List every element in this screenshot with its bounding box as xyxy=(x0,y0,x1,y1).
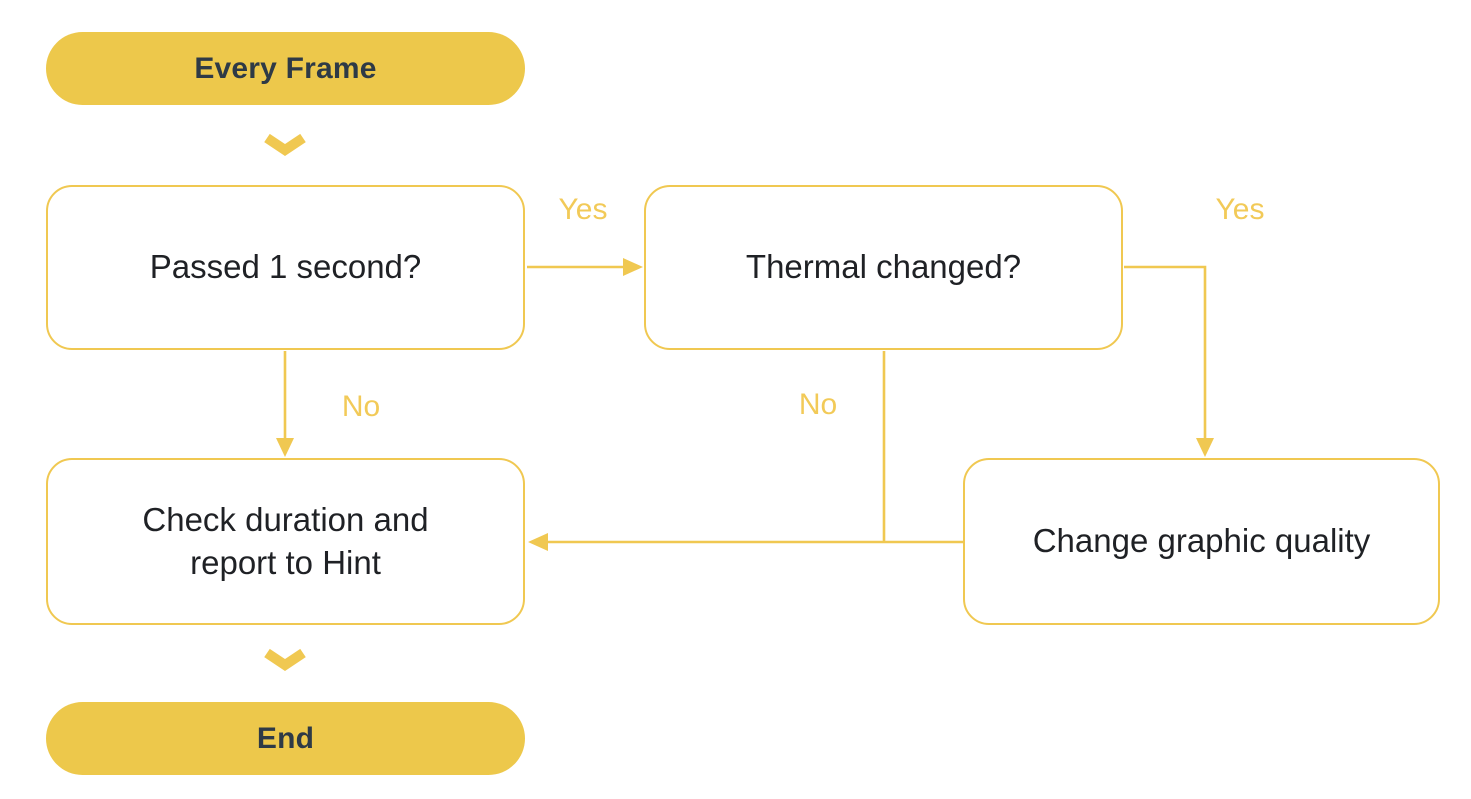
arrow-down-icon xyxy=(1196,438,1214,457)
node-change-graphic-quality-label: Change graphic quality xyxy=(1032,522,1371,560)
arrow-left-icon xyxy=(528,533,548,551)
arrow-down-icon xyxy=(276,438,294,457)
edge-label-no: No xyxy=(798,388,838,421)
edge-label-yes: Yes xyxy=(1215,193,1265,226)
node-check-duration: Check duration and report to Hint xyxy=(46,458,525,625)
node-check-duration-label: Check duration and report to Hint xyxy=(142,501,429,581)
node-passed-1-second-label: Passed 1 second? xyxy=(149,248,422,286)
chevron-down-icon xyxy=(264,648,306,672)
edge-label-yes: Yes xyxy=(558,193,608,226)
node-passed-1-second: Passed 1 second? xyxy=(46,185,525,350)
edge-label-no: No xyxy=(341,390,381,423)
node-thermal-changed-label: Thermal changed? xyxy=(745,248,1022,286)
node-end-label: End xyxy=(256,721,315,755)
chevron-down-icon xyxy=(264,133,306,157)
node-end: End xyxy=(46,702,525,775)
node-every-frame: Every Frame xyxy=(46,32,525,105)
arrow-right-icon xyxy=(623,258,643,276)
node-change-graphic-quality: Change graphic quality xyxy=(963,458,1440,625)
node-every-frame-label: Every Frame xyxy=(194,51,377,85)
node-thermal-changed: Thermal changed? xyxy=(644,185,1123,350)
edge-thermal-to-change-line xyxy=(1124,265,1207,440)
